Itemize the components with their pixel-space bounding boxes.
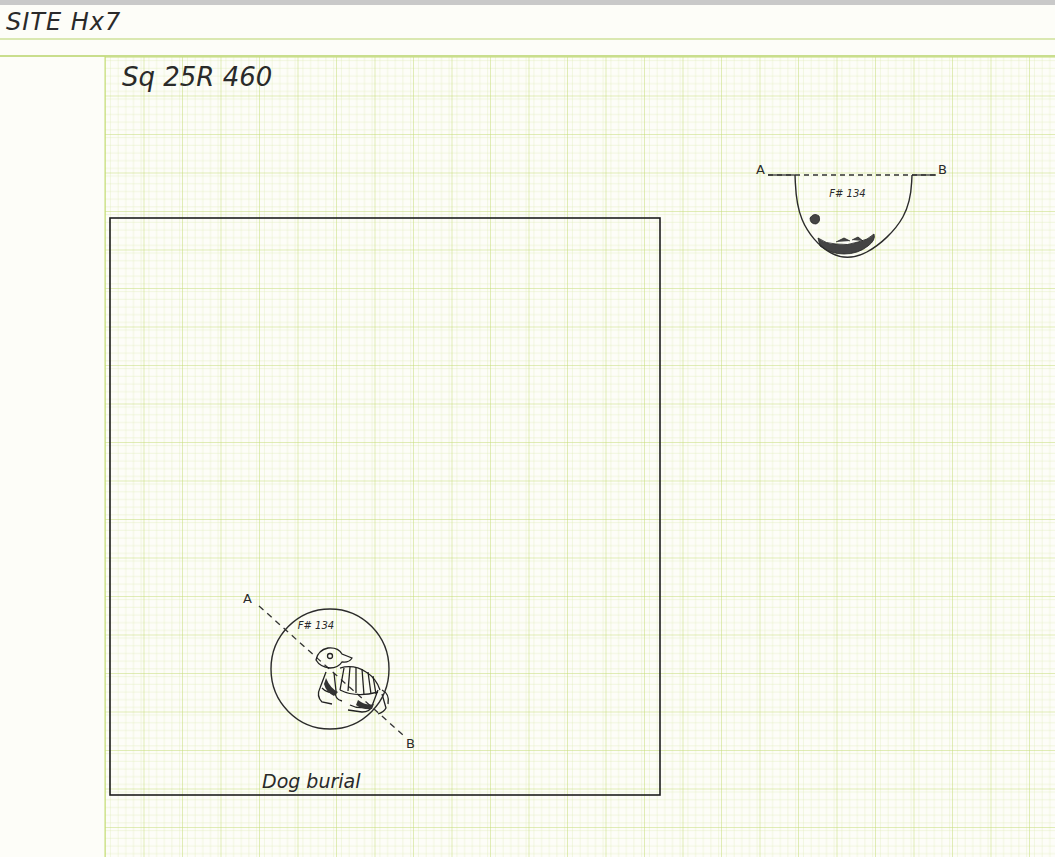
grid [105,57,1055,857]
site-title: SITE Hx7 [6,8,121,36]
datum-line [912,174,936,175]
section-end: B [406,736,415,751]
feature-outline [795,175,912,259]
skeleton-shading [324,678,374,709]
feature-profile: F# 134 [795,175,912,259]
excavation-square [110,218,660,795]
scan-edge [0,0,1055,5]
feature-number: F# 134 [256,620,376,631]
section-end: B [938,162,947,177]
feature-caption: Dog burial [262,770,360,792]
square-label: Sq 25R 460 [122,62,272,92]
rule-line [0,38,1055,39]
pit-profile [795,175,912,257]
feature-number: F# 134 [789,188,906,199]
bone-deposit [810,214,874,254]
margin-line [105,56,106,857]
datum-line [768,174,795,175]
section-end: A [756,162,765,177]
datum-line [768,174,936,175]
section-end: A [243,591,252,606]
feature-plan: F# 134 [270,608,390,730]
rule-line [0,55,1055,57]
